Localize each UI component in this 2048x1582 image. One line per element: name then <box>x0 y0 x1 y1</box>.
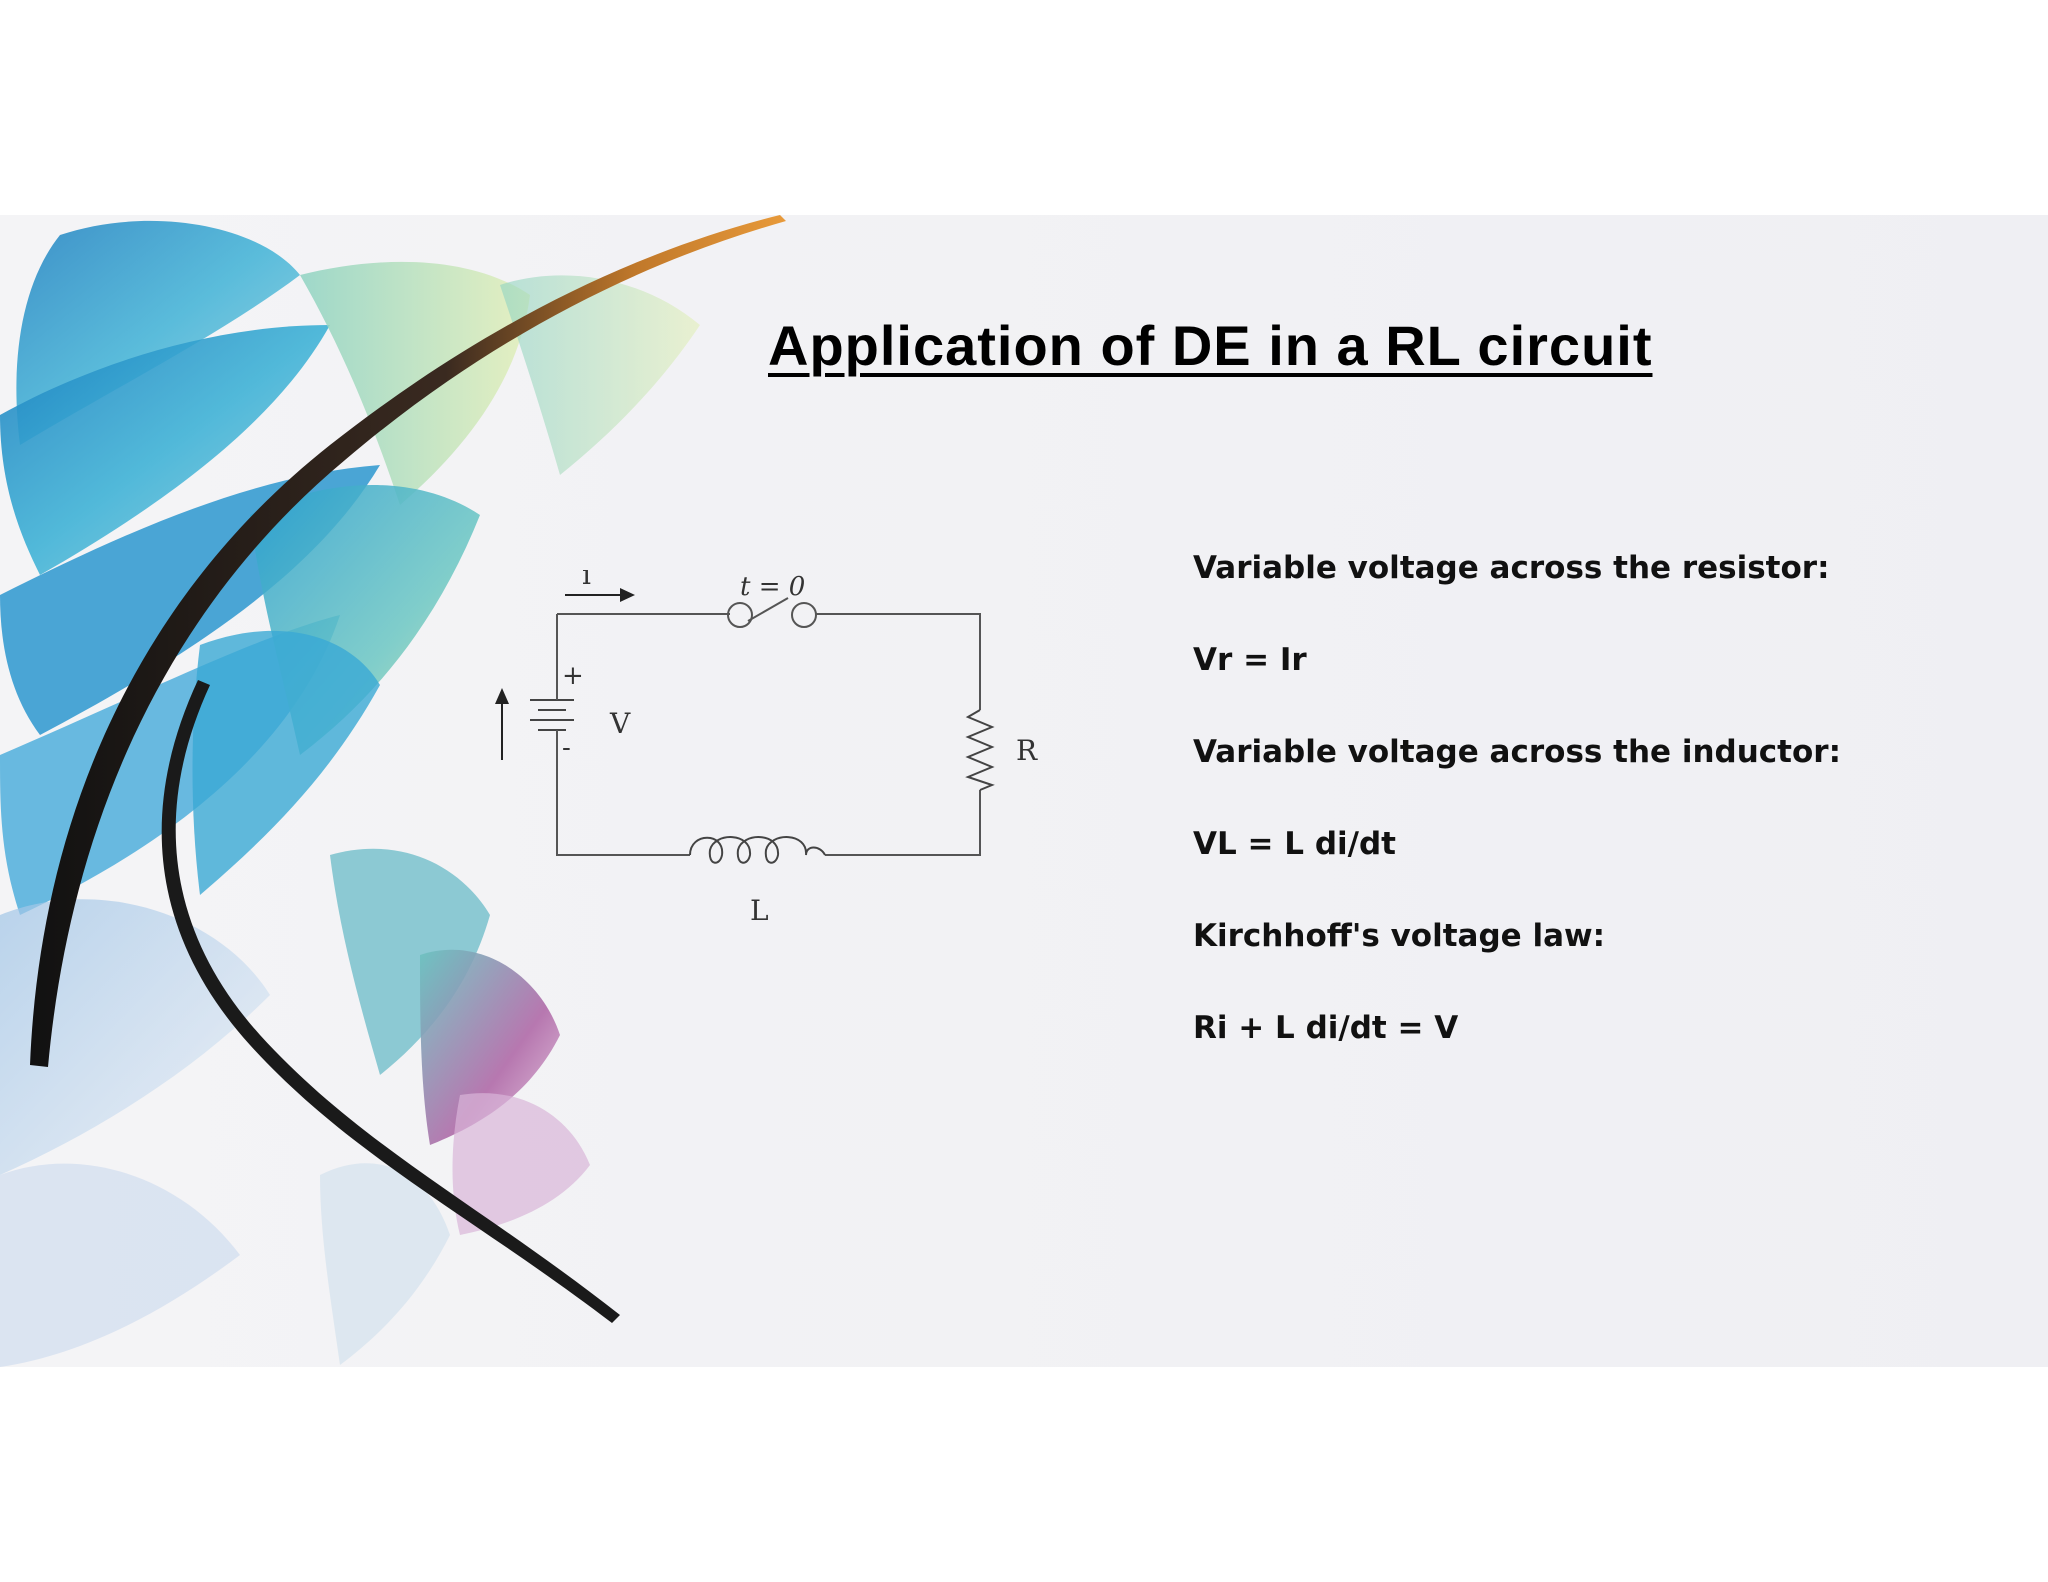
note-kvl-equation: Ri + L di/dt = V <box>1193 1010 1459 1046</box>
battery-icon <box>530 690 574 758</box>
circuit-wire <box>825 790 981 856</box>
note-inductor-heading: Variable voltage across the inductor: <box>1193 734 1841 770</box>
note-resistor-heading: Variable voltage across the resistor: <box>1193 550 1830 586</box>
feather-background-art <box>0 215 786 1367</box>
switch-label: t = 0 <box>740 572 805 602</box>
resistor-label: R <box>1016 734 1038 767</box>
note-resistor-equation: Vr = Ir <box>1193 642 1307 678</box>
resistor-icon <box>965 709 995 791</box>
slide: Application of DE in a RL circuit t = 0 … <box>0 215 2048 1367</box>
inductor-icon <box>689 836 826 864</box>
plus-sign: + <box>562 661 584 691</box>
circuit-wire <box>556 758 690 856</box>
inductor-label: L <box>750 894 769 927</box>
rl-circuit-diagram: t = 0 i + - V R L <box>495 570 1038 927</box>
circuit-wire <box>816 613 981 710</box>
switch-icon <box>727 597 817 628</box>
source-label: V <box>609 707 631 740</box>
current-arrow-icon <box>565 588 635 602</box>
current-label: i <box>582 570 591 591</box>
notes-list: Variable voltage across the resistor: Vr… <box>1193 548 2013 1100</box>
note-inductor-equation: VL = L di/dt <box>1193 826 1396 862</box>
voltage-arrow-icon <box>495 688 509 760</box>
slide-title: Application of DE in a RL circuit <box>768 314 1653 377</box>
minus-sign: - <box>562 733 571 763</box>
note-kvl-heading: Kirchhoff's voltage law: <box>1193 918 1606 954</box>
